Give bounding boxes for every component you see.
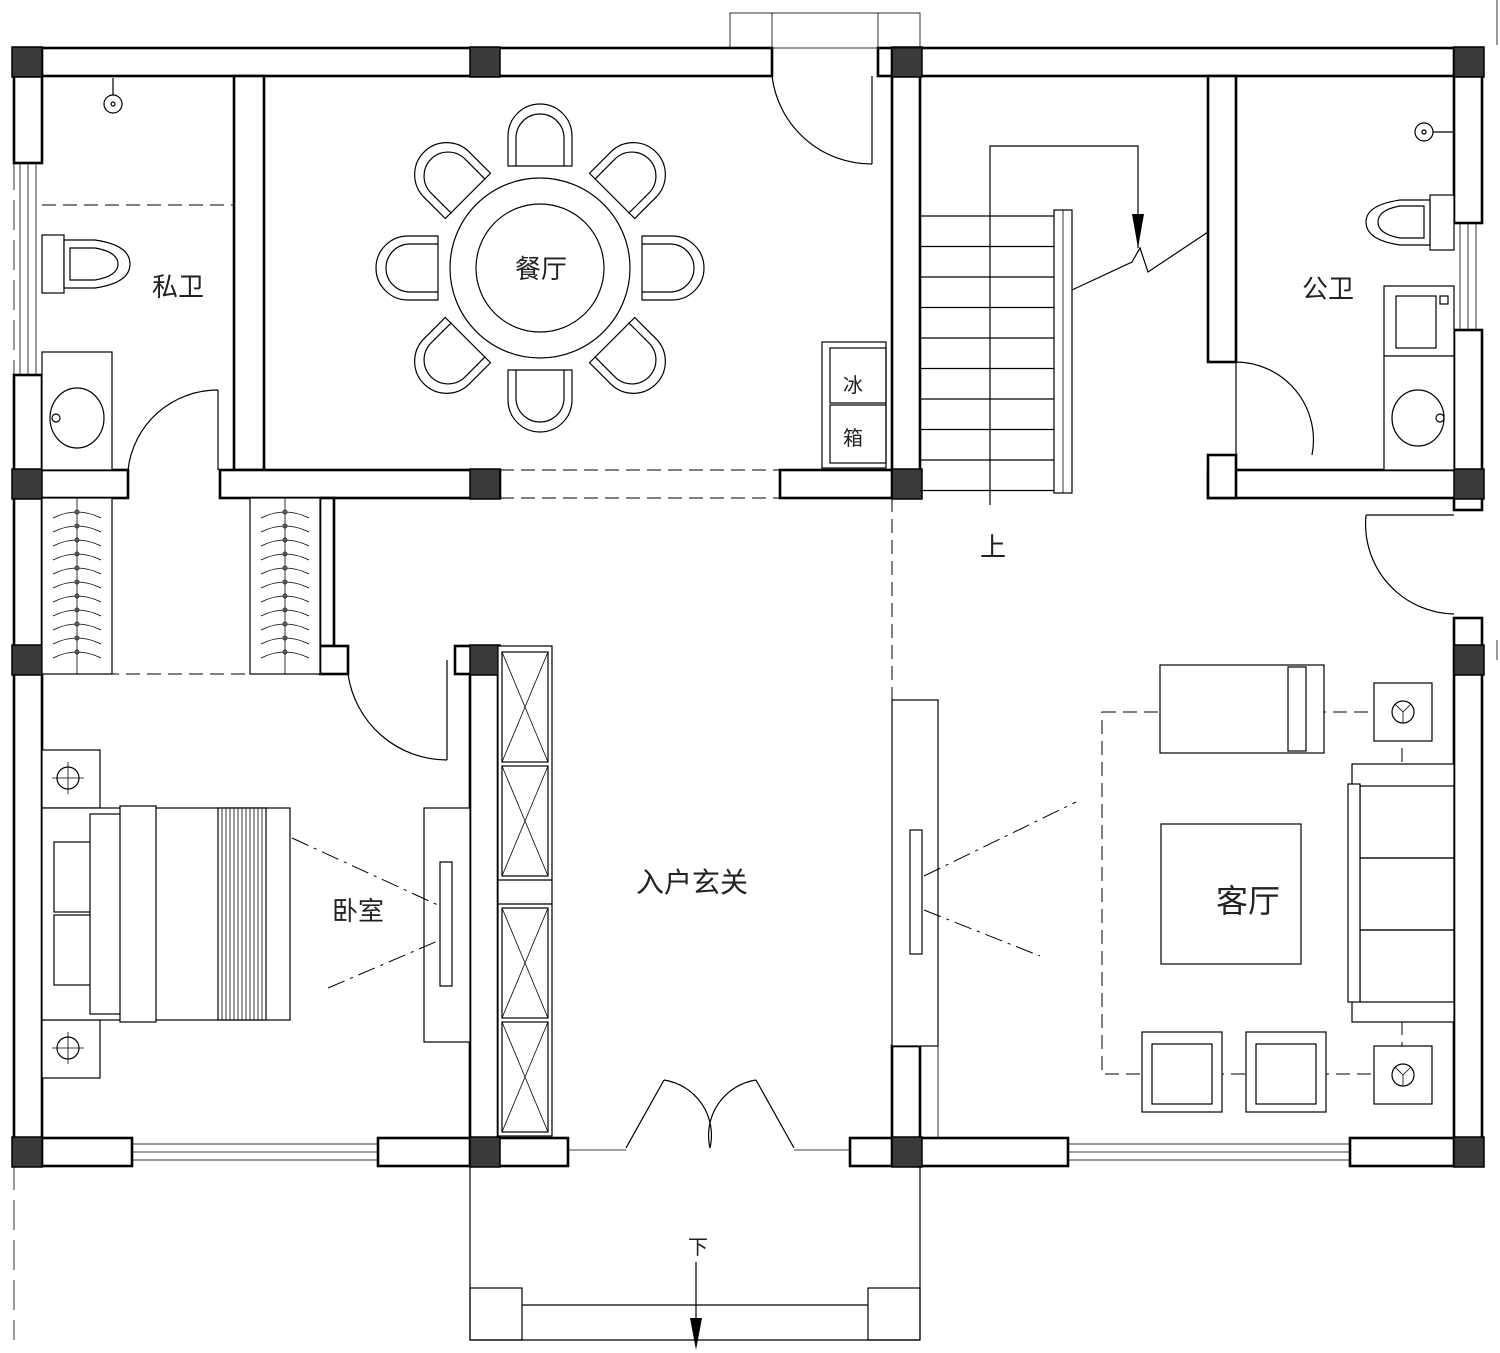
stair-up-label: 上 <box>980 533 1006 563</box>
front-porch <box>469 1166 921 1350</box>
wardrobes <box>41 497 321 675</box>
public-bath-fixtures <box>1365 122 1455 471</box>
dining-chair <box>641 235 705 301</box>
dining-chair <box>414 316 492 394</box>
walls <box>12 46 1484 1168</box>
private-bath-label: 私卫 <box>152 273 204 303</box>
living-room-furniture <box>891 664 1455 1138</box>
dining-table-set <box>375 103 705 433</box>
windows <box>19 12 1477 1161</box>
doors <box>127 75 1455 1151</box>
dining-chair <box>588 316 666 394</box>
fridge <box>821 341 887 469</box>
dining-chair <box>507 103 573 167</box>
fridge-label-1: 冰 <box>843 373 863 397</box>
entrance-cabinet <box>497 645 553 1137</box>
bedroom-furniture <box>41 749 471 1079</box>
private-bath-fixtures <box>41 78 131 471</box>
entrance-label: 入户玄关 <box>636 866 748 899</box>
dining-chair <box>507 369 573 433</box>
dining-chair <box>588 142 666 220</box>
bedroom-label: 卧室 <box>332 897 384 927</box>
stair-down-label: 下 <box>688 1235 708 1259</box>
living-room-label: 客厅 <box>1216 882 1280 920</box>
public-bath-label: 公卫 <box>1302 275 1354 305</box>
columns <box>11 46 1485 1168</box>
staircase <box>920 145 1209 505</box>
dining-chair <box>375 235 439 301</box>
dining-label: 餐厅 <box>515 255 567 285</box>
fridge-label-2: 箱 <box>843 426 863 450</box>
dining-chair <box>414 142 492 220</box>
